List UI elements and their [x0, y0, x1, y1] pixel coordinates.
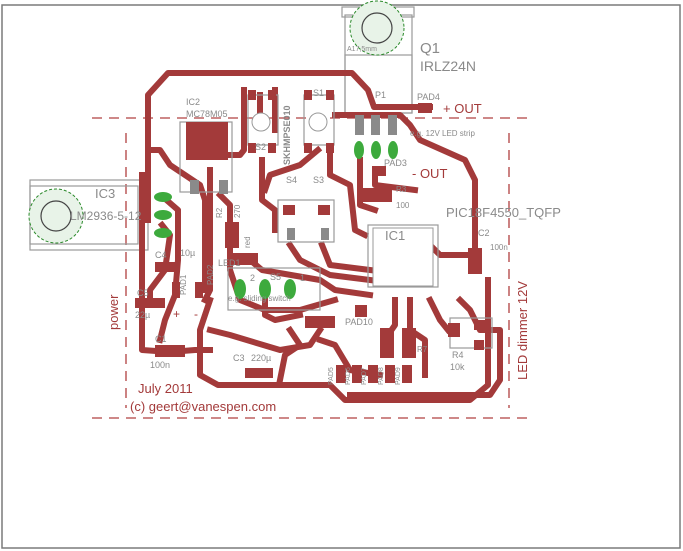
plus-label: +	[173, 307, 180, 321]
s1-label: S1	[313, 88, 324, 98]
c4-label: C4	[155, 250, 167, 260]
c5-label: C5	[137, 288, 149, 298]
switch-footprints	[179, 94, 493, 349]
pad3-label: PAD3	[384, 158, 407, 168]
q1-footprint	[341, 0, 415, 114]
led1-label: LED1	[218, 258, 241, 268]
ic1-name: IC1	[385, 228, 405, 243]
pad7-label: PAD7	[361, 367, 368, 385]
s5-pin1: 1	[300, 273, 305, 283]
pad9-label: PAD9	[395, 367, 402, 385]
power-label: power	[106, 294, 121, 330]
s2-label: S2	[255, 142, 266, 152]
q1-footprint-label: A17,5mm	[347, 46, 377, 53]
c1-value: 100n	[150, 360, 170, 370]
copyright-label: (c) geert@vanespen.com	[130, 399, 276, 414]
s5-pin2: 2	[250, 273, 255, 283]
s5-note: e.g. sliding switch	[228, 294, 291, 303]
board-outline	[92, 117, 532, 419]
switch-part-label: SKHMPSE010	[282, 105, 292, 165]
minus-label: -	[194, 307, 198, 321]
led1-color: red	[243, 236, 252, 248]
q1-value: IRLZ24N	[420, 58, 476, 74]
s5-label: S5	[270, 272, 281, 282]
pad6-label: PAD6	[345, 367, 352, 385]
c3-value: 220µ	[251, 353, 271, 363]
pad5-label: PAD5	[328, 367, 335, 385]
r2-label: R2	[215, 207, 224, 218]
labels: Q1 IRLZ24N A17,5mm PAD4 + OUT e.g. 12V L…	[70, 40, 561, 414]
c1-label: C1	[155, 334, 167, 344]
p1-label: P1	[375, 90, 386, 100]
pad1-label: PAD1	[179, 274, 188, 295]
r3-value: 100	[396, 201, 410, 210]
c3-label: C3	[233, 353, 245, 363]
out-note: e.g. 12V LED strip	[410, 129, 475, 138]
r7-label: R7	[417, 345, 428, 354]
c4-value: 10µ	[180, 248, 195, 258]
pad4-label: PAD4	[417, 92, 440, 102]
board-title: LED dimmer 12V	[515, 281, 530, 380]
r4-label: R4	[452, 350, 464, 360]
c2-value: 100n	[490, 243, 508, 252]
smd-pads	[135, 90, 486, 383]
ic3-value: LM2936-5-12	[70, 209, 142, 223]
s4-label: S4	[286, 175, 297, 185]
ic3-name: IC3	[95, 186, 115, 201]
minus-out-label: - OUT	[412, 166, 447, 181]
r3-label: R3	[396, 185, 407, 194]
c5-value: 22µ	[135, 310, 150, 320]
s3-label: S3	[313, 175, 324, 185]
pad10-label: PAD10	[345, 317, 373, 327]
q1-name: Q1	[420, 40, 440, 57]
ic1-value: PIC18F4550_TQFP	[446, 205, 561, 220]
ic2-name: IC2	[186, 97, 200, 107]
r2-value: 270	[233, 204, 242, 218]
sheet-frame	[1, 4, 681, 549]
ic2-value: MC78M05	[186, 109, 228, 119]
date-label: July 2011	[138, 381, 193, 396]
pad8-label: PAD8	[378, 367, 385, 385]
pad2-label: PAD2	[206, 264, 215, 285]
r4-value: 10k	[450, 362, 465, 372]
c2-label: C2	[478, 228, 490, 238]
plus-out-label: + OUT	[443, 101, 482, 116]
